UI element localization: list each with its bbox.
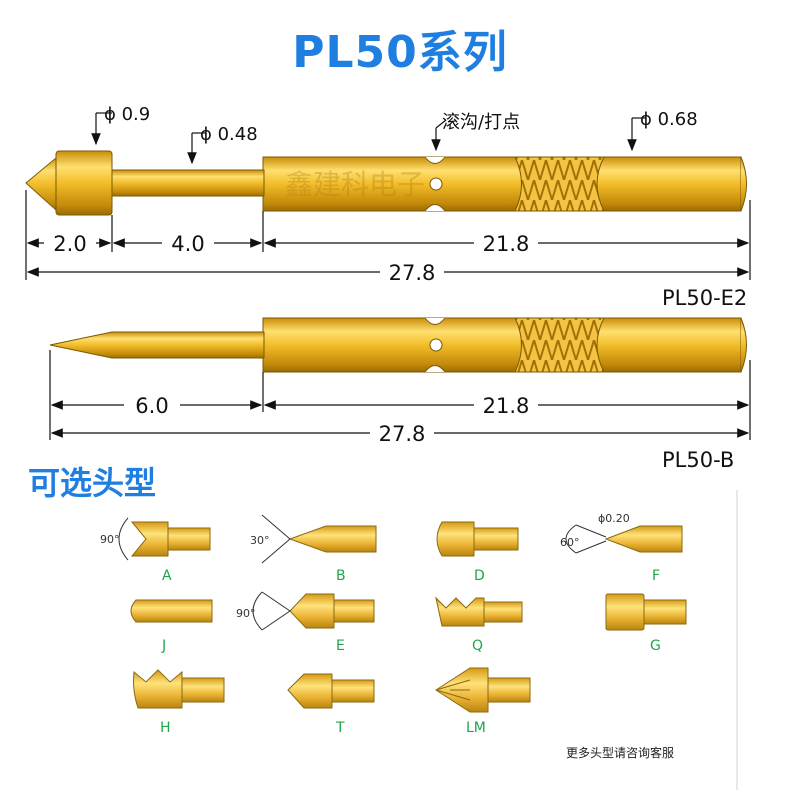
tip-q: Q — [435, 596, 523, 654]
svg-text:G: G — [650, 638, 661, 654]
plunger-shaft — [109, 169, 265, 197]
svg-text:B: B — [336, 568, 346, 584]
label-diam-barrel: ϕ 0.68 — [640, 109, 698, 130]
svg-text:ϕ0.20: ϕ0.20 — [598, 512, 630, 525]
svg-text:E: E — [336, 638, 345, 654]
tip-a: 90° A — [100, 517, 211, 584]
dim-total: 27.8 — [389, 261, 436, 285]
svg-text:30°: 30° — [250, 534, 270, 547]
page-title: PL50系列 — [292, 27, 508, 78]
tip-lm: LM — [435, 667, 531, 736]
tip-b: 30° B — [250, 514, 377, 584]
probe-b: 6.0 21.8 27.8 PL50-B — [49, 317, 751, 472]
svg-text:90°: 90° — [236, 607, 256, 620]
plunger-needle — [49, 331, 265, 359]
section-title: 可选头型 — [28, 464, 157, 502]
model-label-b: PL50-B — [662, 448, 734, 472]
tip-t: T — [287, 673, 375, 736]
spring-cutaway — [514, 156, 605, 212]
model-label: PL50-E2 — [662, 286, 747, 310]
watermark: 鑫建科电子 — [285, 168, 425, 201]
tip-j: J — [130, 599, 213, 654]
label-diam-head: ϕ 0.9 — [104, 104, 150, 125]
svg-text:90°: 90° — [100, 533, 120, 546]
label-diam-plunger: ϕ 0.48 — [200, 124, 258, 145]
svg-text:T: T — [335, 720, 345, 736]
dim-total-b: 27.8 — [379, 422, 426, 446]
svg-text:F: F — [652, 568, 660, 584]
tip-h: H — [133, 669, 225, 736]
svg-text:Q: Q — [472, 638, 483, 654]
tip-g: G — [605, 593, 687, 654]
svg-text:60°: 60° — [560, 536, 580, 549]
svg-text:D: D — [474, 568, 485, 584]
contact-note: 更多头型请咨询客服 — [566, 745, 674, 760]
dim-plunger-b: 6.0 — [135, 394, 168, 418]
label-groove: 滚沟/打点 — [442, 112, 520, 133]
probe-e2: 鑫建科电子 ϕ 0.9 ϕ 0.48 滚沟/打点 ϕ 0.68 2.0 — [25, 104, 751, 310]
groove-dot — [429, 177, 443, 191]
svg-text:J: J — [161, 638, 166, 654]
svg-text:LM: LM — [466, 720, 486, 736]
svg-text:A: A — [162, 568, 172, 584]
tip-d: D — [436, 521, 519, 584]
dim-head: 2.0 — [53, 232, 86, 256]
dim-plunger: 4.0 — [171, 232, 204, 256]
dim-barrel-b: 21.8 — [483, 394, 530, 418]
dim-barrel: 21.8 — [483, 232, 530, 256]
barrel — [262, 156, 742, 212]
svg-text:H: H — [160, 720, 171, 736]
plunger-head — [25, 156, 59, 212]
tip-f: 60° ϕ0.20 F — [560, 512, 683, 584]
tip-e: 90° E — [236, 591, 375, 654]
